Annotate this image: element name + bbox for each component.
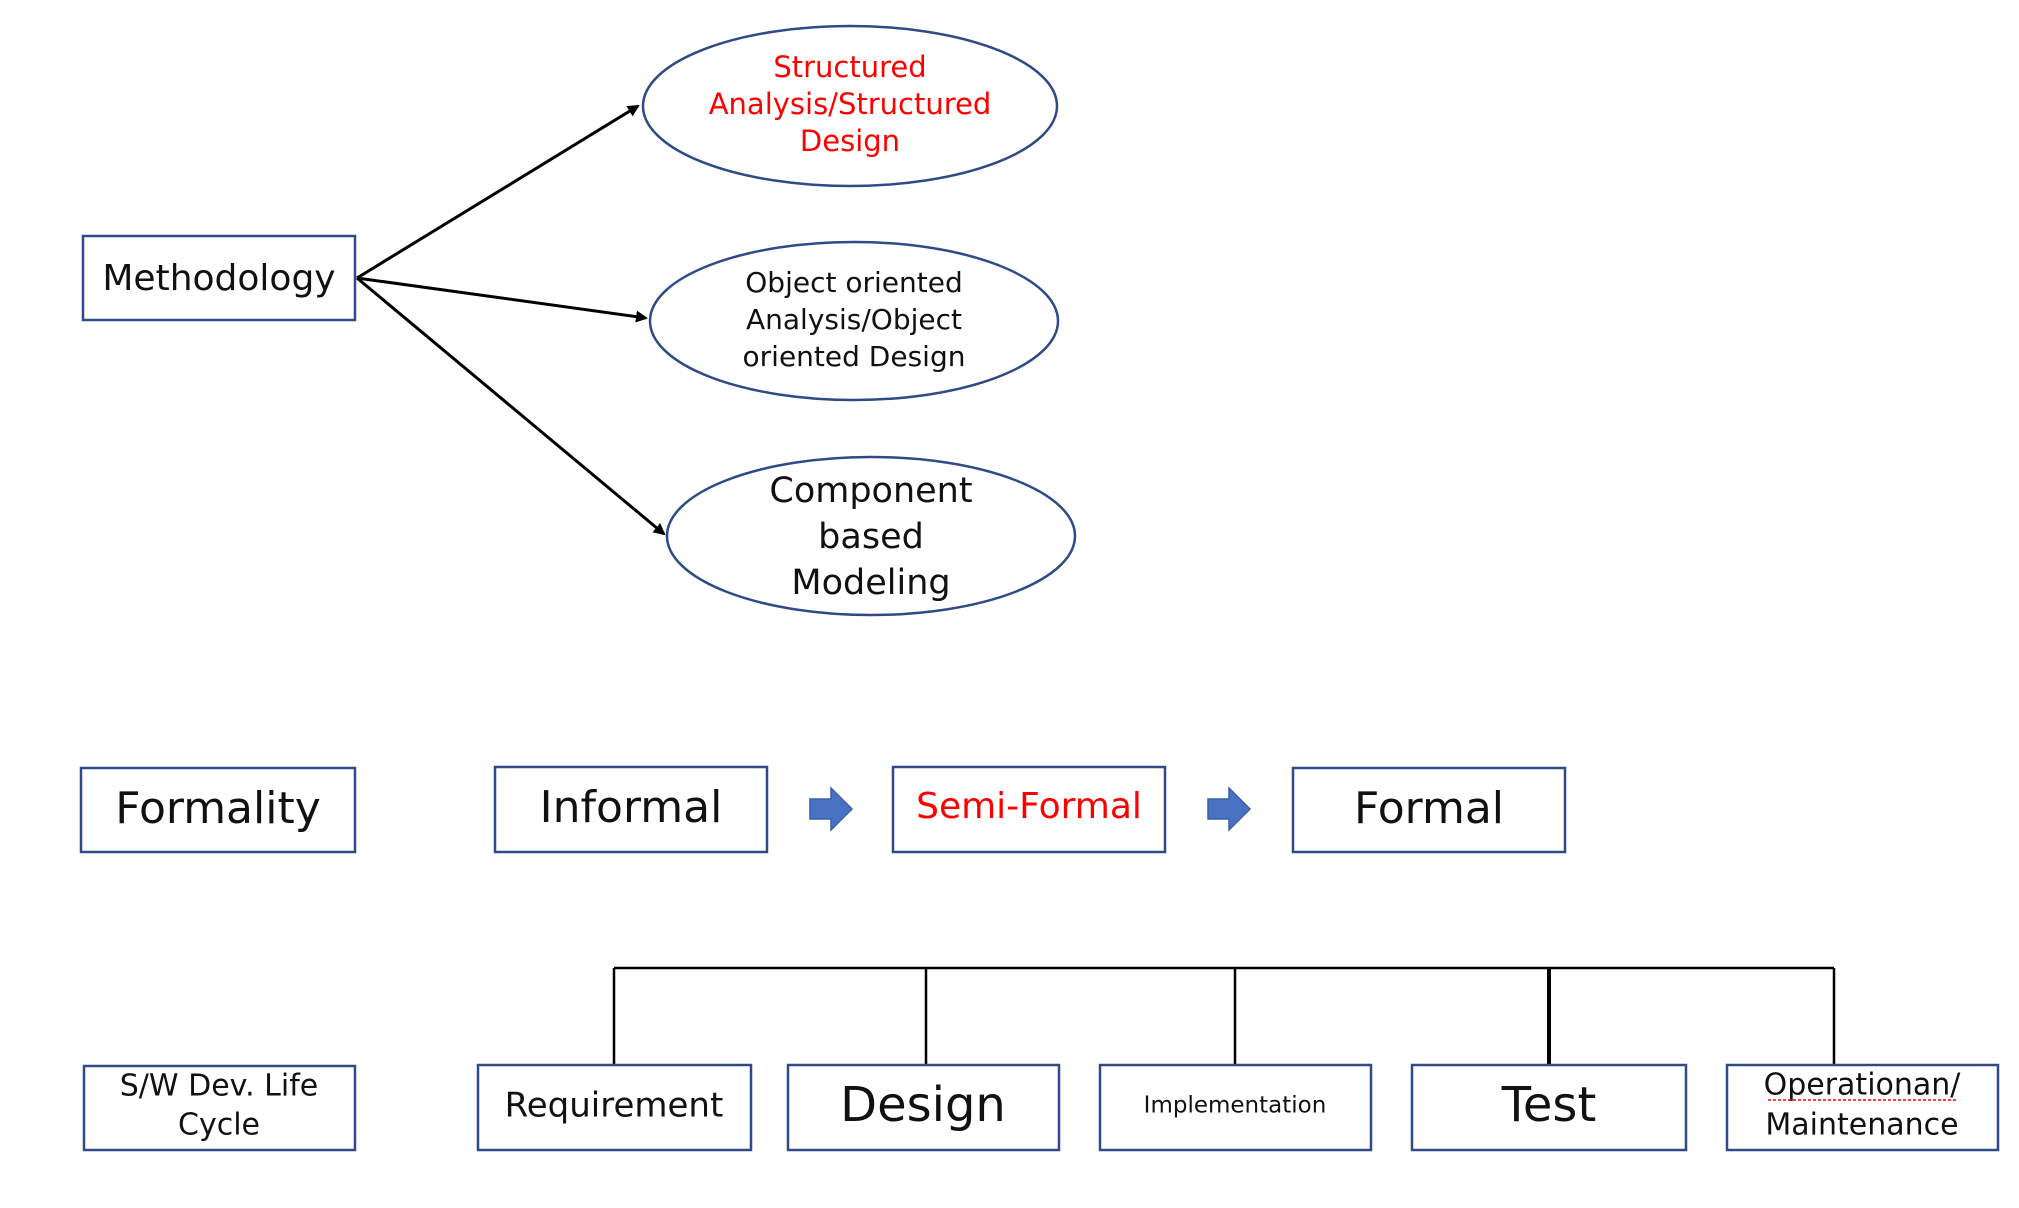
lifecycle-label-line-1: S/W Dev. Life [120, 1069, 318, 1104]
lifecycle-group: S/W Dev. Life Cycle Requirement Design I… [82, 966, 2000, 1152]
requirement-label: Requirement [505, 1086, 724, 1126]
object-oriented-line-3: oriented Design [743, 340, 966, 373]
component-based-line-2: based [818, 517, 924, 557]
formal-label: Formal [1354, 783, 1504, 834]
methodology-item-structured: Structured Analysis/Structured Design [641, 24, 1059, 188]
methodology-group: Methodology Structured Analysis/Structur… [81, 24, 1077, 617]
design-box [786, 1063, 1061, 1152]
methodology-box [81, 234, 357, 322]
semi-formal-label: Semi-Formal [916, 786, 1142, 827]
object-oriented-ellipse [648, 240, 1060, 402]
methodology-label: Methodology [102, 258, 335, 299]
informal-to-semi-formal-arrow [809, 786, 854, 832]
formality-group: Formality Informal Semi-Formal Formal [79, 765, 1567, 854]
component-based-ellipse [665, 455, 1077, 617]
test-label: Test [1501, 1077, 1597, 1133]
object-oriented-line-1: Object oriented [745, 266, 962, 299]
implementation-box [1098, 1063, 1373, 1152]
structured-line-3: Design [800, 124, 900, 158]
structured-line-2: Analysis/Structured [709, 87, 992, 121]
arrow-to-component-based [356, 276, 666, 536]
operation-maintenance-line-1: Operationan/ [1764, 1068, 1962, 1103]
semi-formal-to-formal-arrow [1207, 786, 1252, 832]
component-based-line-3: Modeling [791, 563, 950, 603]
lifecycle-label-line-2: Cycle [178, 1108, 260, 1143]
informal-box [493, 765, 769, 854]
formality-label: Formality [115, 783, 321, 834]
operation-maintenance-box [1725, 1063, 2000, 1152]
arrow-to-object-oriented [356, 276, 648, 323]
structured-ellipse [641, 24, 1059, 188]
implementation-label: Implementation [1144, 1093, 1327, 1119]
requirement-box [476, 1063, 753, 1152]
formal-box [1291, 766, 1567, 854]
formality-box [79, 766, 357, 854]
object-oriented-line-2: Analysis/Object [746, 303, 962, 336]
structured-line-1: Structured [773, 50, 926, 84]
lifecycle-box [82, 1064, 357, 1152]
methodology-item-object-oriented: Object oriented Analysis/Object oriented… [648, 240, 1060, 402]
component-based-line-1: Component [769, 471, 972, 511]
operation-maintenance-line-2: Maintenance [1765, 1108, 1958, 1143]
informal-label: Informal [540, 782, 723, 833]
design-label: Design [840, 1077, 1006, 1133]
methodology-item-component-based: Component based Modeling [665, 455, 1077, 617]
test-box [1410, 1063, 1688, 1152]
semi-formal-box [891, 765, 1167, 854]
arrow-to-structured [356, 104, 640, 280]
